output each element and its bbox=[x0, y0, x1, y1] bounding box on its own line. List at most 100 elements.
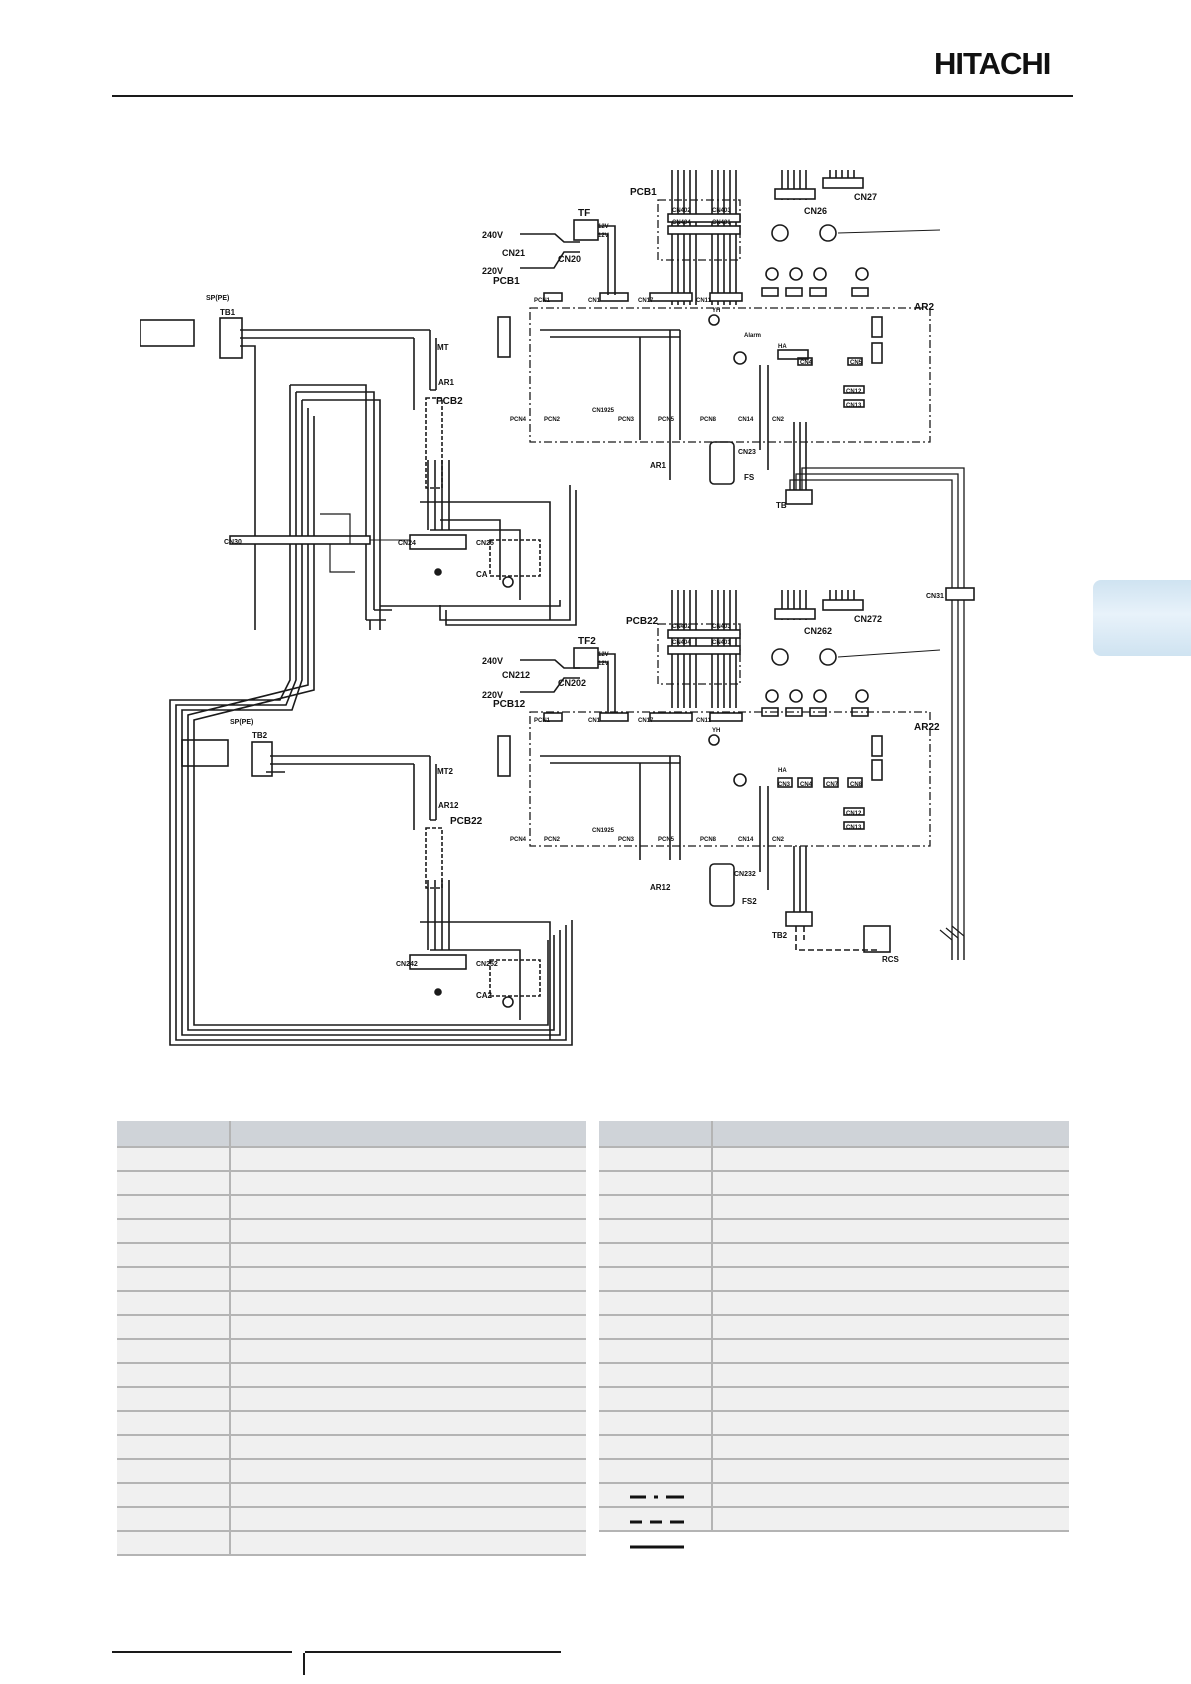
label-ar2: AR2 bbox=[914, 302, 934, 313]
label-ar22: AR22 bbox=[914, 722, 940, 733]
label-cn21: CN21 bbox=[502, 248, 525, 258]
label-fs: FS bbox=[744, 473, 755, 482]
label-pcb22: PCB22 bbox=[626, 616, 659, 627]
label-cn31: CN31 bbox=[926, 593, 944, 600]
label-pcb2-aux: PCB2 bbox=[436, 396, 463, 407]
pcb12-board bbox=[529, 711, 931, 847]
label-ca2: CA2 bbox=[476, 991, 493, 1000]
label-alarm: Alarm bbox=[744, 333, 761, 339]
label-cn403: CN403 bbox=[712, 208, 731, 214]
label-cn26: CN26 bbox=[804, 206, 827, 216]
label-cn20: CN20 bbox=[558, 254, 581, 264]
label-yh-lower: YH bbox=[712, 728, 720, 734]
label-cn30: CN30 bbox=[224, 539, 242, 546]
label-pcn2: PCN2 bbox=[544, 417, 561, 423]
label-cn23: CN23 bbox=[738, 449, 756, 456]
label-12v-a-lower: 12V bbox=[598, 652, 609, 658]
label-cn14-lower: CN14 bbox=[738, 837, 754, 843]
label-cn401-lower: CN401 bbox=[712, 640, 731, 646]
label-fs2: FS2 bbox=[742, 897, 757, 906]
hitachi-logo: HITACHI bbox=[934, 46, 1051, 80]
label-pcn5-lower: PCN5 bbox=[658, 837, 675, 843]
footer-rule-right bbox=[305, 1651, 561, 1653]
thermistors-lower bbox=[761, 689, 869, 717]
label-pcn8-lower: PCN8 bbox=[700, 837, 717, 843]
label-pcb22-aux: PCB22 bbox=[450, 816, 483, 827]
label-tb: TB bbox=[776, 501, 787, 510]
label-220v-lower: 220V bbox=[482, 690, 503, 700]
label-cn212: CN212 bbox=[502, 670, 530, 680]
label-sp-pe-lower: SP(PE) bbox=[230, 719, 253, 726]
label-cn1: CN1 bbox=[588, 298, 601, 304]
lower-unit bbox=[181, 590, 941, 1040]
fan-motor-lower bbox=[709, 863, 735, 907]
fan-motor-upper bbox=[709, 441, 735, 485]
label-ha: HA bbox=[778, 344, 787, 350]
label-tf: TF bbox=[578, 208, 590, 219]
label-240v: 240V bbox=[482, 230, 503, 240]
section-tab bbox=[1093, 580, 1191, 656]
label-cn13-lower: CN13 bbox=[846, 825, 862, 831]
label-cn2-lower: CN2 bbox=[772, 837, 785, 843]
label-cn1925-lower: CN1925 bbox=[592, 828, 615, 834]
label-cn14: CN14 bbox=[738, 417, 754, 423]
pcb1-board bbox=[529, 307, 931, 443]
label-cn2: CN2 bbox=[772, 417, 785, 423]
label-ca: CA bbox=[476, 570, 488, 579]
label-cn8-lower: CN8 bbox=[850, 782, 863, 788]
label-cn404-lower: CN404 bbox=[672, 640, 691, 646]
label-cn402-lower: CN402 bbox=[672, 624, 691, 630]
label-cn3-lower: CN3 bbox=[778, 782, 791, 788]
label-yh: YH bbox=[712, 308, 720, 314]
label-tf2: TF2 bbox=[578, 636, 596, 647]
label-pcb12: PCB12 bbox=[493, 699, 526, 710]
label-cn25: CN25 bbox=[476, 540, 494, 547]
label-pcn1-lower: PCN1 bbox=[534, 718, 551, 724]
label-cn1-lower: CN1 bbox=[588, 718, 601, 724]
label-cn4-lower: CN4 bbox=[800, 782, 813, 788]
label-cn272: CN272 bbox=[854, 614, 882, 624]
label-12v-b: 12V bbox=[598, 233, 609, 239]
label-ar1-b: AR1 bbox=[650, 461, 667, 470]
legend-line-symbols bbox=[630, 1495, 684, 1549]
power-supply-box-upper bbox=[140, 319, 195, 347]
label-220v: 220V bbox=[482, 266, 503, 276]
label-cn24: CN24 bbox=[398, 540, 416, 547]
label-cn12: CN12 bbox=[846, 389, 862, 395]
label-cn17: CN17 bbox=[638, 298, 654, 304]
label-12v-a: 12V bbox=[598, 224, 609, 230]
label-cn242: CN242 bbox=[396, 961, 418, 968]
tb2-terminal bbox=[251, 741, 273, 777]
power-supply-box-lower bbox=[181, 739, 229, 767]
tb1-terminal bbox=[219, 317, 243, 359]
label-cn403-lower: CN403 bbox=[712, 624, 731, 630]
upper-unit bbox=[140, 170, 941, 630]
label-tb2: TB2 bbox=[252, 731, 268, 740]
label-cn202: CN202 bbox=[558, 678, 586, 688]
label-pcn3: PCN3 bbox=[618, 417, 635, 423]
wiring-diagram: PCB1 PCB1 PCB2 TF 240V 220V 12V 12V CN21… bbox=[140, 170, 975, 1046]
label-rcs: RCS bbox=[882, 955, 900, 964]
label-pcn4-lower: PCN4 bbox=[510, 837, 527, 843]
label-tb2-out: TB2 bbox=[772, 931, 788, 940]
legend-table-left bbox=[117, 1121, 586, 1556]
label-cn252: CN252 bbox=[476, 961, 498, 968]
label-cn12-lower: CN12 bbox=[846, 811, 862, 817]
label-cn404: CN404 bbox=[672, 220, 691, 226]
label-ar12: AR12 bbox=[438, 801, 459, 810]
label-mt: MT bbox=[437, 343, 449, 352]
header-rule bbox=[112, 95, 1073, 97]
footer-rule-left bbox=[112, 1651, 292, 1653]
label-cn402: CN402 bbox=[672, 208, 691, 214]
legend-table-right bbox=[599, 1121, 1069, 1532]
label-240v-lower: 240V bbox=[482, 656, 503, 666]
label-cn1925: CN1925 bbox=[592, 408, 615, 414]
label-sp-pe: SP(PE) bbox=[206, 295, 229, 302]
label-pcn2-lower: PCN2 bbox=[544, 837, 561, 843]
label-cn13: CN13 bbox=[846, 403, 862, 409]
label-pcn3-lower: PCN3 bbox=[618, 837, 635, 843]
label-cn232: CN232 bbox=[734, 871, 756, 878]
label-ha-lower: HA bbox=[778, 768, 787, 774]
footer-divider bbox=[303, 1653, 305, 1675]
label-cn11: CN11 bbox=[696, 298, 712, 304]
